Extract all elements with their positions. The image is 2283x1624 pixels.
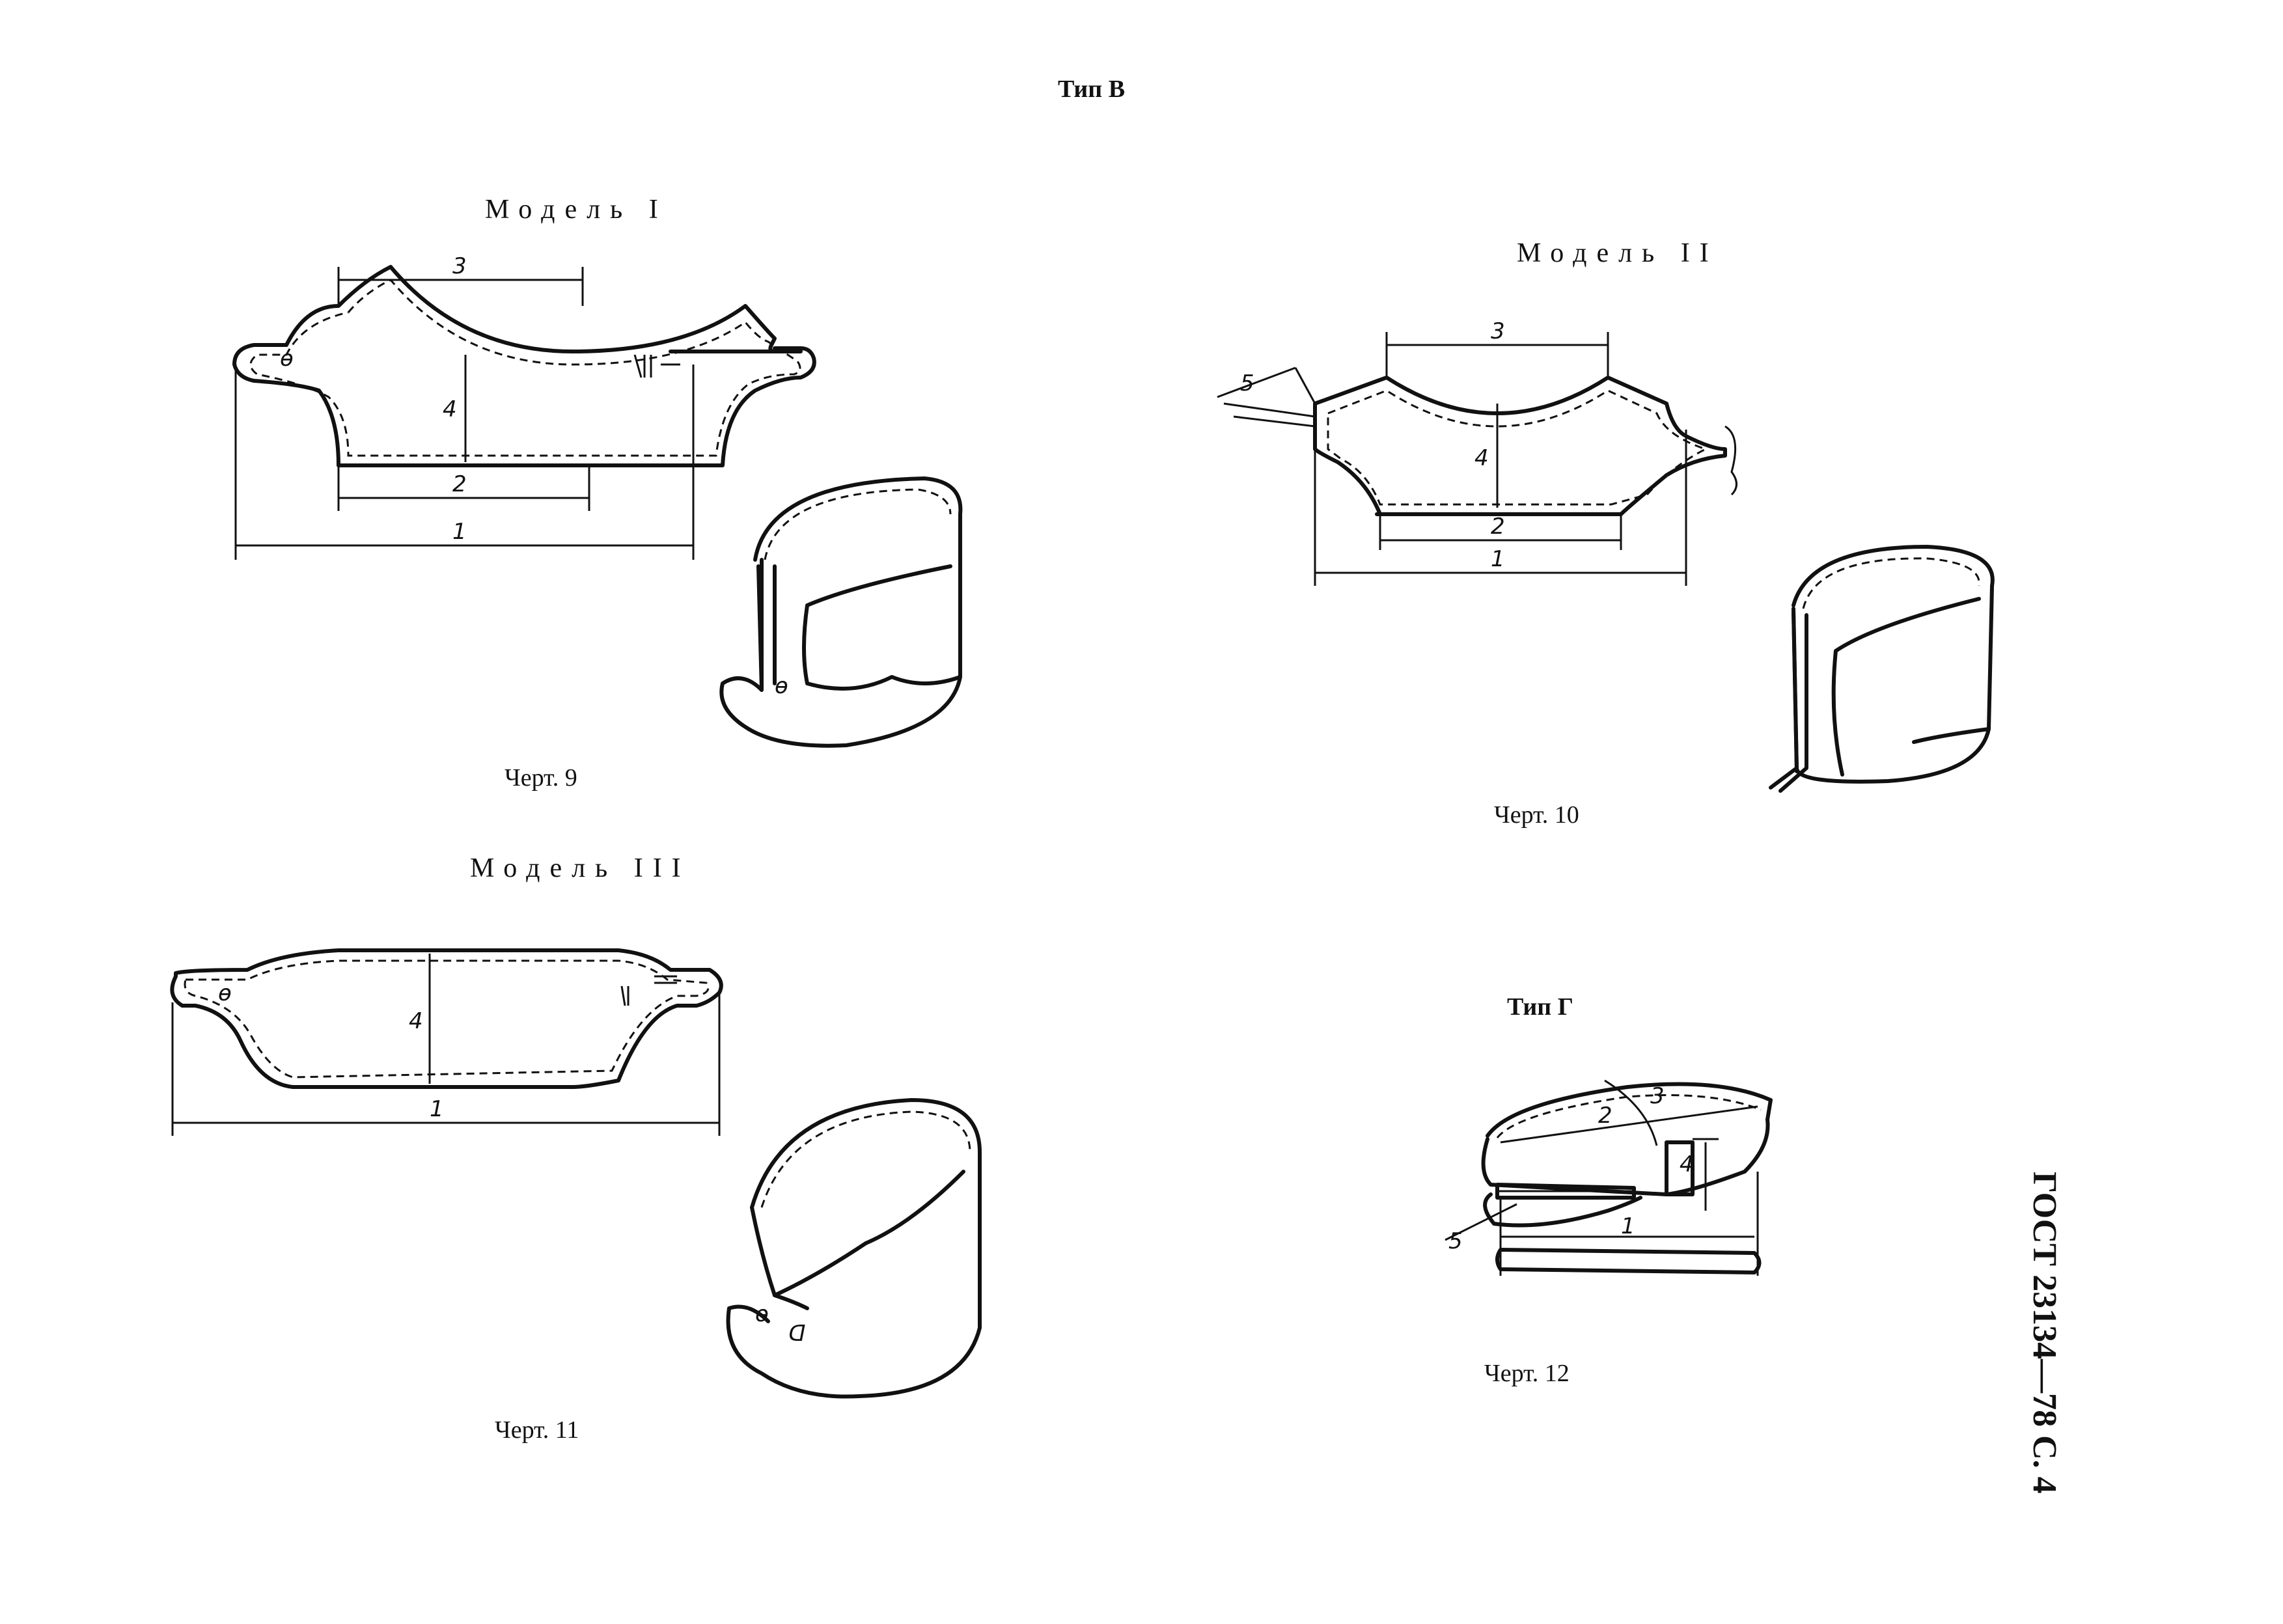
fig9-dim-1: 1 <box>452 519 467 545</box>
fig12-dim-labels: 2 3 4 5 1 <box>1448 1083 1694 1254</box>
fig11-3d-view: ө ᗡ <box>726 1098 982 1399</box>
fig10-dim-labels: 3 4 2 1 5 <box>1240 318 1505 572</box>
fig12-dim-4: 4 <box>1680 1151 1694 1177</box>
type-b-heading: Тип В <box>1058 76 1126 103</box>
fig10-dimensions <box>1217 332 1687 586</box>
fig10-dim-1: 1 <box>1491 546 1505 572</box>
caption-ch9: Черт. 9 <box>505 764 577 791</box>
fig10-dim-4: 4 <box>1474 445 1489 471</box>
fig11-dim-1: 1 <box>430 1096 444 1122</box>
fig9-dim-4: 4 <box>443 396 457 422</box>
caption-ch11: Черт. 11 <box>495 1416 579 1444</box>
model-2-title: Модель II <box>1517 238 1719 268</box>
fig9-dim-2: 2 <box>452 471 467 497</box>
fig12-cap <box>1481 1082 1773 1274</box>
fig11-dimensions <box>171 954 721 1136</box>
model-1-title: Модель I <box>485 195 668 225</box>
fig10-dim-5: 5 <box>1240 370 1254 396</box>
fig10-3d-view <box>1769 545 1995 793</box>
caption-ch12: Черт. 12 <box>1484 1360 1570 1387</box>
fig11-dim-4: 4 <box>409 1008 423 1034</box>
fig12-dim-3: 3 <box>1650 1083 1665 1109</box>
fig12-dim-2: 2 <box>1598 1103 1612 1129</box>
model-3-title: Модель III <box>470 853 691 883</box>
fig10-dim-3: 3 <box>1491 318 1505 344</box>
type-g-heading: Тип Г <box>1507 993 1573 1021</box>
fig12-dim-1: 1 <box>1621 1213 1635 1239</box>
fig12-dim-5: 5 <box>1448 1228 1463 1254</box>
fig9-dim-labels: 3 4 2 1 <box>443 253 467 545</box>
fig9-3d-button-icon: ө <box>775 673 788 699</box>
fig12-dimensions <box>1445 1079 1759 1276</box>
caption-ch10: Черт. 10 <box>1494 801 1579 829</box>
fig11-pattern: ө <box>170 948 723 1089</box>
fig9-pattern: ө <box>232 265 816 467</box>
fig11-3d-hook-icon: ᗡ <box>788 1321 805 1347</box>
fig11-3d-button-icon: ө <box>755 1301 769 1327</box>
fig9-3d-view: ө <box>719 476 963 748</box>
fig10-dim-2: 2 <box>1491 514 1505 540</box>
fig11-dim-labels: 4 1 <box>409 1008 444 1122</box>
fig9-button-icon: ө <box>280 346 294 372</box>
fig9-dimensions <box>234 267 695 560</box>
fig9-dim-3: 3 <box>452 253 467 279</box>
fig10-pattern <box>1223 376 1737 516</box>
fig11-button-icon: ө <box>218 980 232 1006</box>
